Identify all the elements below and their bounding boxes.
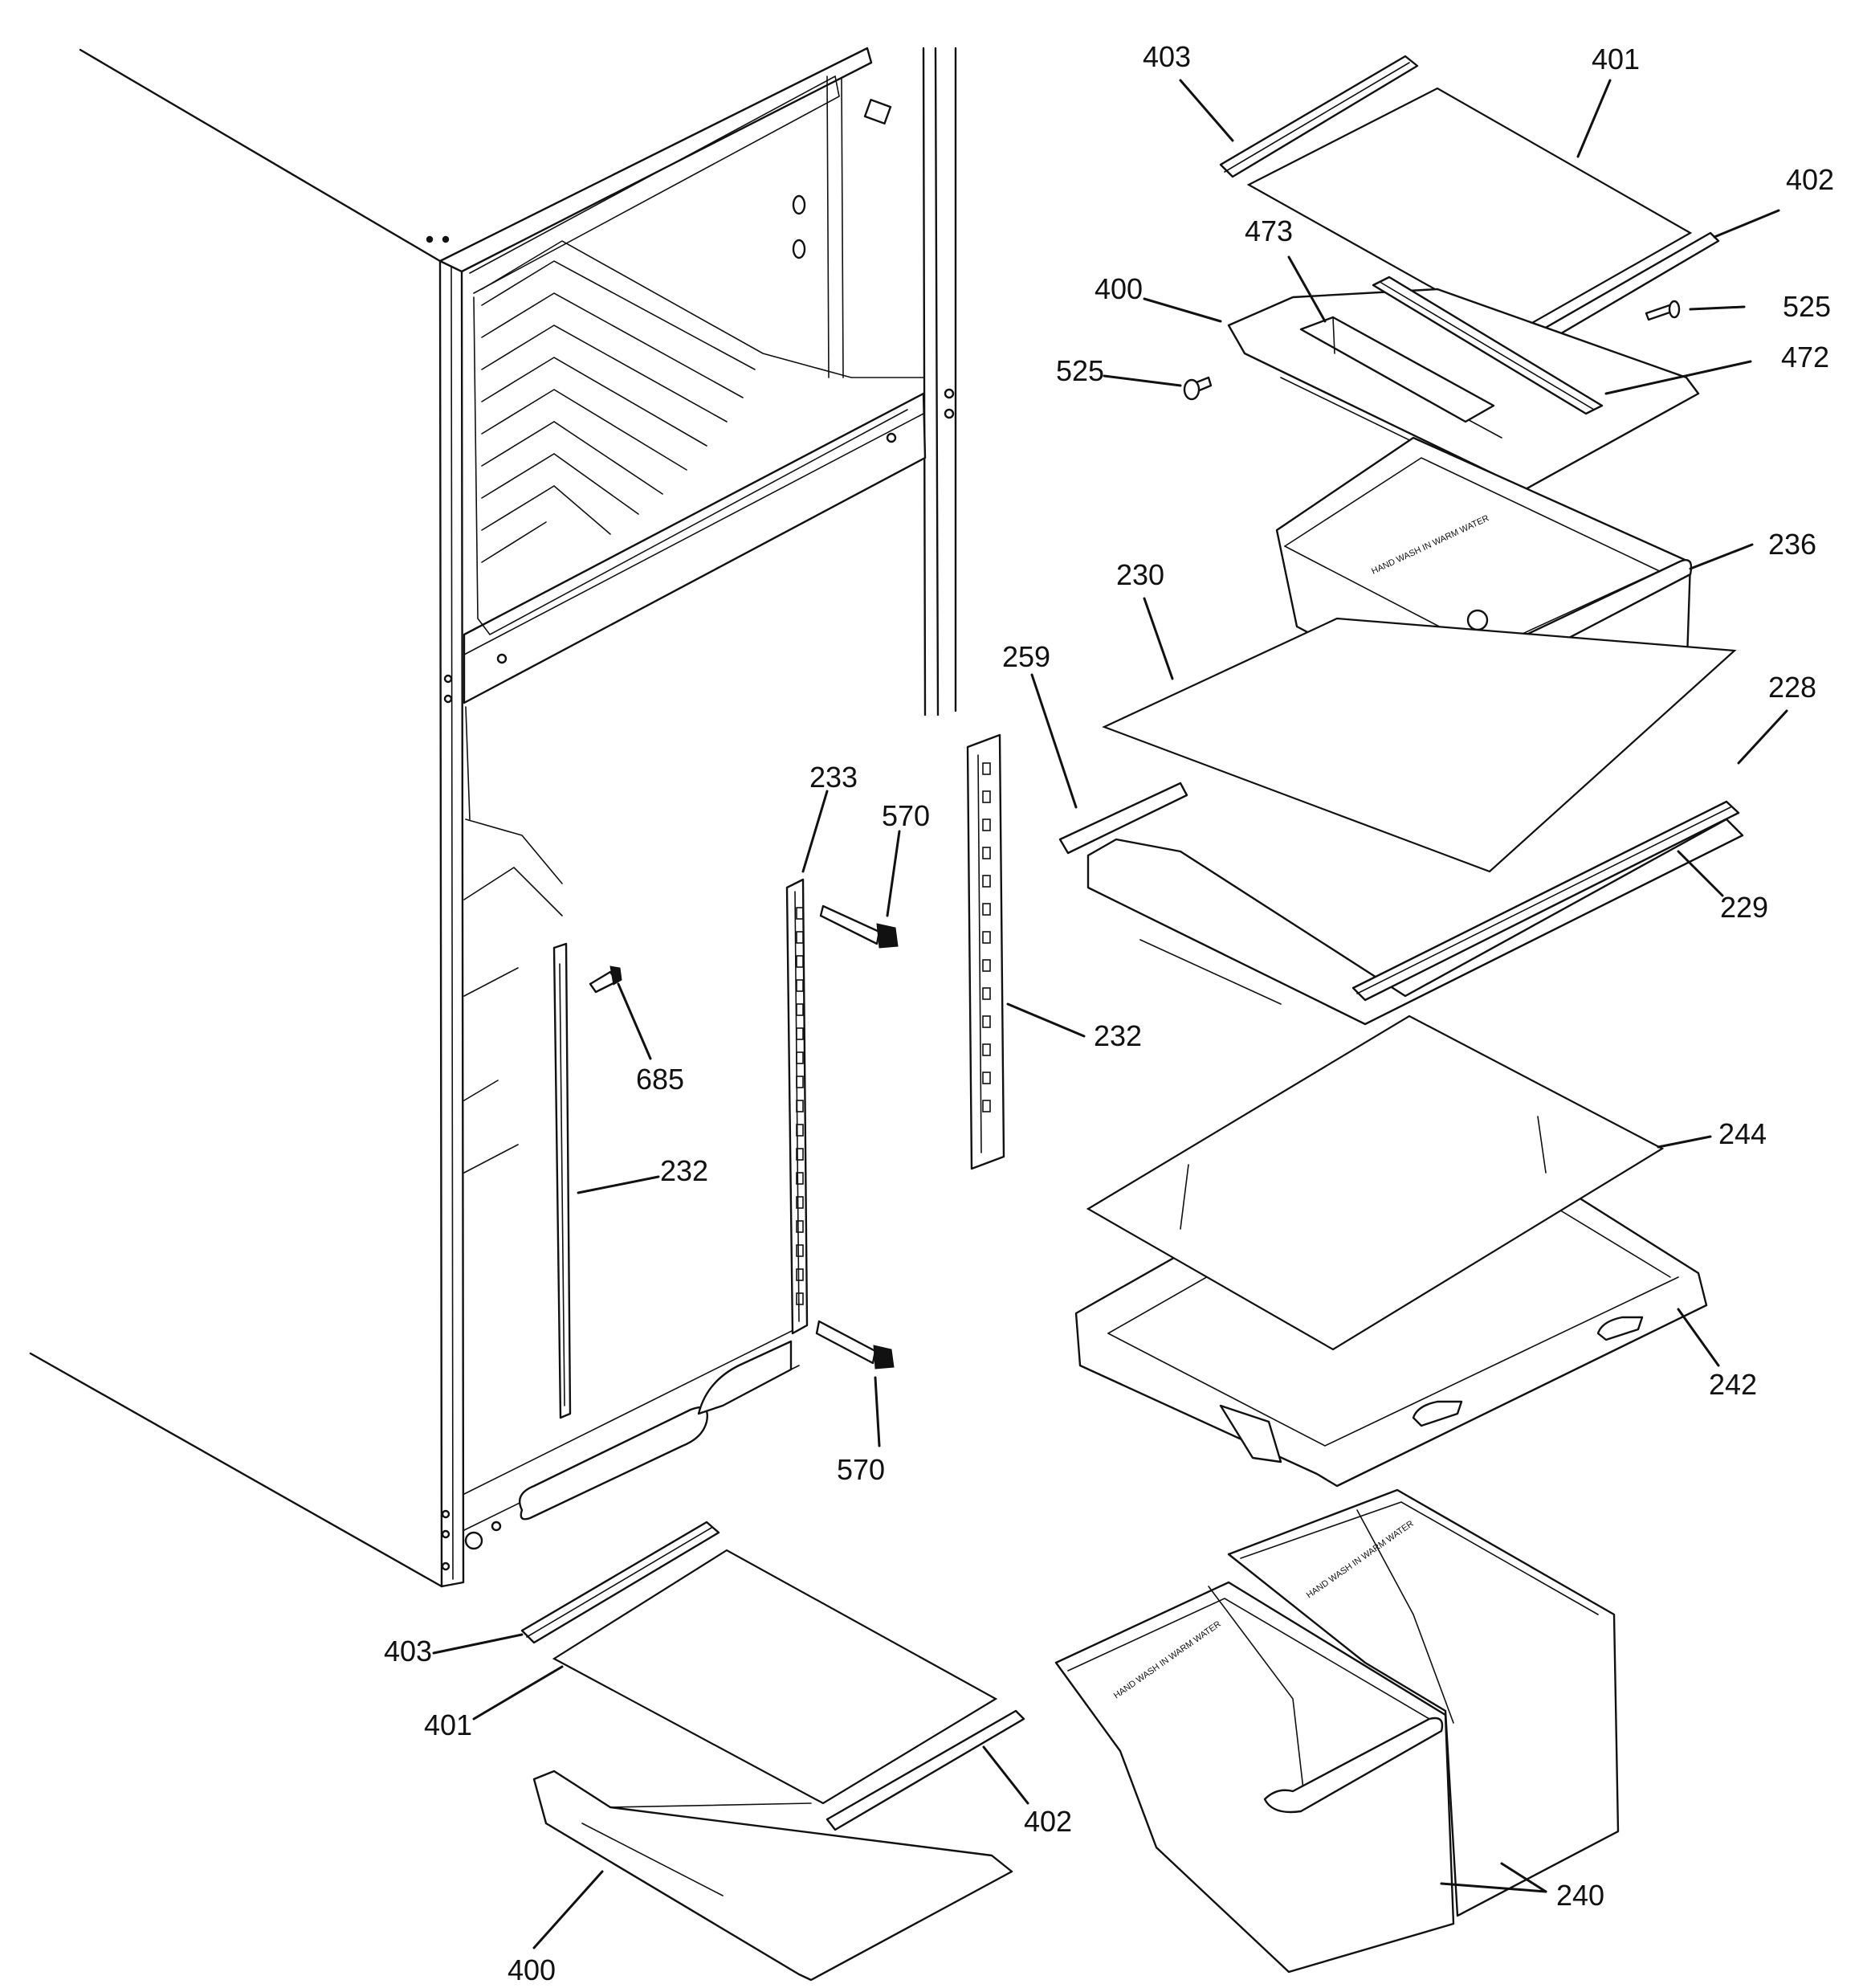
refrigerator-cabinet [29,47,957,1588]
callout-233: 233 [809,761,858,794]
callout-232-left: 232 [660,1154,708,1187]
callout-228: 228 [1768,671,1816,704]
crisper-cover-glass-244 [1086,1014,1665,1351]
callout-229: 229 [1720,891,1768,924]
shelf-frame-228-229 [1086,800,1744,1026]
divider-473 [1299,316,1495,423]
screw-685 [589,965,622,994]
standard-233-slots [796,907,804,1305]
callout-labels: 403 401 402 400 473 525 525 472 236 230 … [384,40,1834,1986]
support-232-slots [982,762,991,1112]
callout-403-bottom: 403 [384,1635,432,1668]
callout-259: 259 [1002,640,1050,673]
freezer-grooves [481,260,756,563]
callout-400-bottom: 400 [508,1953,556,1986]
callout-473: 473 [1245,214,1293,247]
slide-rail-472 [1372,276,1604,415]
callout-570-bottom: 570 [837,1453,885,1486]
shelf-glass-401-top [1246,87,1693,335]
screw-525-right [1645,300,1681,321]
callout-232-right: 232 [1094,1019,1142,1052]
screw-570-bottom [815,1320,895,1370]
callout-236: 236 [1768,528,1816,561]
screw-525-left [1183,376,1213,401]
callout-240: 240 [1556,1879,1604,1912]
shelf-support-232-right [966,733,1005,1170]
callout-242: 242 [1709,1368,1757,1401]
screw-570-top [819,904,899,949]
shelf-support-232-left [552,942,572,1419]
callout-525-left: 525 [1056,354,1104,387]
shelf-glass-401-bottom [552,1549,998,1805]
callout-525-right: 525 [1783,290,1831,323]
callout-403-top: 403 [1143,40,1191,73]
callout-570-top: 570 [882,799,930,832]
callout-401-bottom: 401 [424,1708,472,1741]
leader-lines [432,79,1788,1949]
callout-230: 230 [1116,558,1164,591]
shelf-trim-402-bottom [826,1709,1025,1831]
callout-472: 472 [1781,341,1829,374]
shelf-frame-400-bottom [532,1770,1013,1982]
shelf-trim-403-bottom [520,1521,720,1644]
callout-400-top: 400 [1095,272,1143,305]
shelf-trim-403-top [1219,55,1419,178]
shelf-trim-259 [1058,782,1188,855]
shelf-standard-233 [785,878,809,1335]
shelf-glass-230 [1102,617,1737,873]
vegetable-bin-240-right: HAND WASH IN WARM WATER [1227,1488,1620,1917]
vegetable-bin-240-left: HAND WASH IN WARM WATER [1054,1581,1455,1974]
callout-401-top: 401 [1592,43,1640,76]
callout-244: 244 [1718,1117,1767,1150]
callout-402-bottom: 402 [1024,1805,1072,1838]
callout-685: 685 [636,1063,684,1096]
callout-402-top: 402 [1786,163,1834,196]
